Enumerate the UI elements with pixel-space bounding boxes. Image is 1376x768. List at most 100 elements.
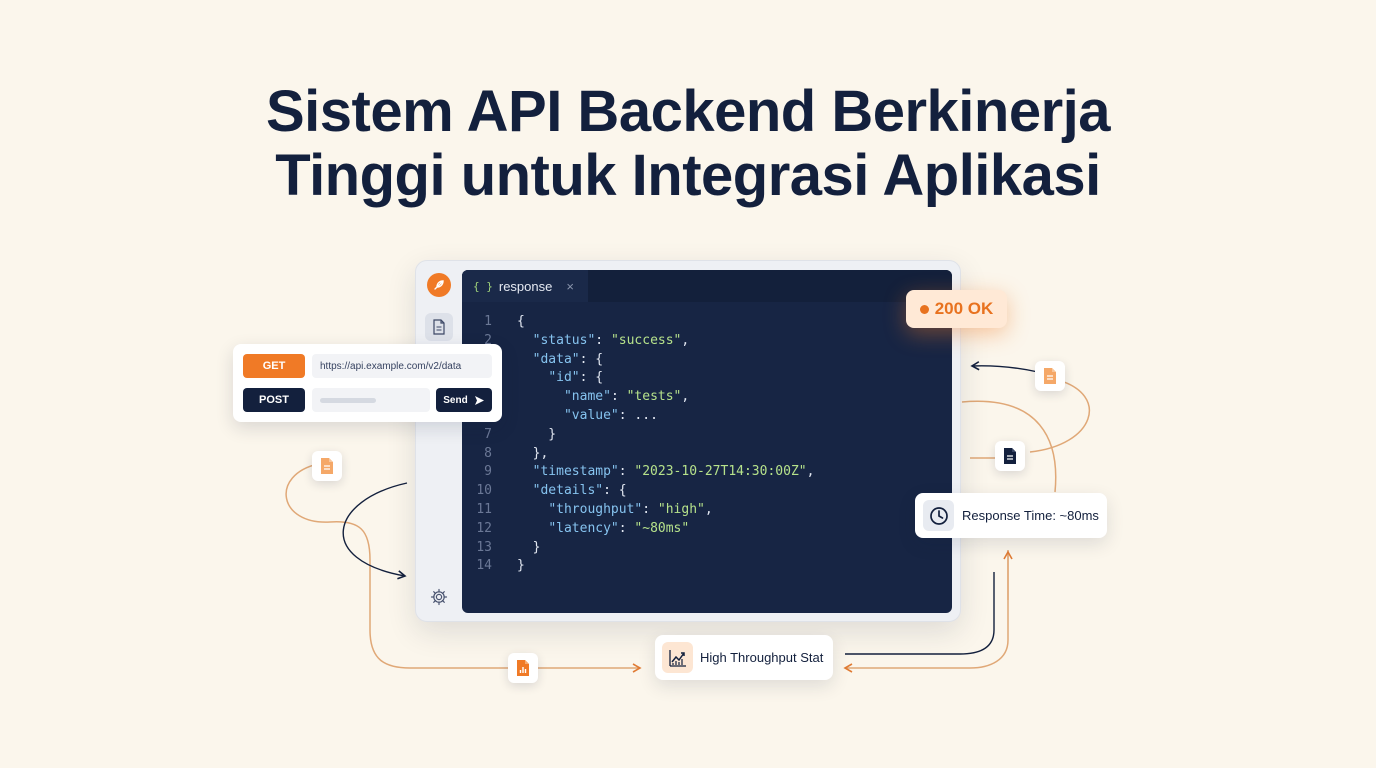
line-number: 13: [476, 539, 492, 555]
code-token: [517, 520, 548, 539]
gear-icon[interactable]: [425, 583, 453, 611]
code-token: [517, 351, 533, 370]
code-body: 1{2 "status": "success",3 "data": {4 "id…: [462, 313, 952, 576]
code-token: [517, 501, 548, 520]
page-title: Sistem API Backend Berkinerja Tinggi unt…: [0, 80, 1376, 208]
response-editor: { } response × 1{2 "status": "success",3…: [462, 270, 952, 613]
editor-tab-bar: { } response ×: [462, 270, 952, 302]
connector-right-top: [970, 361, 1039, 373]
line-number: 2: [484, 332, 492, 348]
document-icon: [312, 451, 342, 481]
code-token: }: [517, 539, 541, 555]
code-token: {: [517, 314, 525, 329]
code-token: "latency": [548, 520, 619, 536]
feather-icon[interactable]: [427, 273, 451, 297]
code-token: "id": [548, 370, 580, 386]
get-method-button[interactable]: GET: [243, 354, 305, 378]
tab-response[interactable]: { } response ×: [462, 270, 588, 302]
line-number: 7: [484, 426, 492, 442]
code-line: 6 "value": ...: [462, 407, 952, 426]
url-input[interactable]: https://api.example.com/v2/data: [312, 354, 492, 378]
title-line-1: Sistem API Backend Berkinerja: [265, 79, 1111, 144]
line-number: 1: [484, 314, 492, 329]
trend-chart-icon: [662, 642, 693, 673]
clock-icon: [923, 500, 954, 531]
code-line: 14}: [462, 557, 952, 576]
code-token: "data": [532, 351, 580, 367]
code-line: 3 "data": {: [462, 351, 952, 370]
code-token: [517, 463, 533, 482]
code-token: [517, 332, 533, 351]
response-time-label: Response Time: ~80ms: [962, 508, 1099, 523]
status-badge: 200 OK: [906, 290, 1007, 328]
code-token: : ...: [618, 407, 658, 423]
side-rail: [416, 261, 461, 621]
code-token: :: [642, 501, 658, 517]
code-line: 5 "name": "tests",: [462, 388, 952, 407]
line-number: 9: [484, 464, 492, 480]
send-label: Send: [443, 394, 468, 406]
file-icon[interactable]: [425, 313, 453, 341]
code-token: :: [618, 464, 635, 480]
code-token: : {: [579, 370, 604, 386]
line-number: 14: [476, 558, 492, 574]
code-token: "throughput": [548, 501, 643, 517]
code-token: ,: [681, 389, 690, 405]
code-token: "status": [532, 332, 596, 348]
code-token: ,: [806, 464, 815, 480]
title-line-2: Tinggi untuk Integrasi Aplikasi: [275, 143, 1101, 208]
line-number: 10: [476, 483, 492, 499]
code-line: 8 },: [462, 445, 952, 464]
code-token: "tests": [626, 389, 682, 405]
code-token: [517, 482, 533, 501]
code-token: ,: [681, 332, 690, 348]
send-button[interactable]: Send: [436, 388, 492, 412]
json-braces-icon: { }: [473, 279, 493, 293]
code-line: 1{: [462, 313, 952, 332]
api-client-window: { } response × 1{2 "status": "success",3…: [415, 260, 961, 622]
response-time-card: Response Time: ~80ms: [915, 493, 1107, 538]
code-token: [517, 388, 564, 407]
connector-left-navy: [342, 482, 408, 580]
code-token: : {: [603, 483, 627, 499]
code-token: },: [517, 445, 549, 461]
line-number: 12: [476, 520, 492, 536]
throughput-label: High Throughput Stat: [700, 650, 824, 665]
code-token: [517, 369, 548, 388]
code-line: 11 "throughput": "high",: [462, 501, 952, 520]
code-line: 4 "id": {: [462, 369, 952, 388]
code-token: "timestamp": [532, 464, 619, 480]
code-token: ,: [704, 501, 713, 517]
code-token: :: [618, 520, 635, 536]
request-body-field[interactable]: [312, 388, 430, 412]
status-label: 200 OK: [934, 299, 994, 318]
status-dot: [919, 304, 929, 314]
code-token: :: [595, 332, 611, 348]
post-method-button[interactable]: POST: [243, 388, 305, 412]
line-number: 8: [484, 445, 492, 461]
code-token: "2023-10-27T14:30:00Z": [634, 464, 807, 480]
code-token: : {: [579, 351, 604, 367]
send-icon: [474, 395, 484, 405]
code-token: "details": [532, 483, 604, 499]
code-line: 9 "timestamp": "2023-10-27T14:30:00Z",: [462, 463, 952, 482]
code-line: 12 "latency": "~80ms": [462, 520, 952, 539]
code-token: "high": [657, 501, 705, 517]
code-token: "success": [610, 332, 682, 348]
document-icon: [1035, 361, 1065, 391]
code-line: 2 "status": "success",: [462, 332, 952, 351]
code-token: "name": [563, 389, 611, 405]
line-number: 11: [476, 501, 492, 517]
close-icon[interactable]: ×: [566, 278, 574, 294]
code-line: 7 }: [462, 426, 952, 445]
code-token: "~80ms": [634, 520, 690, 536]
code-token: }: [517, 426, 557, 442]
code-token: [517, 407, 564, 426]
bar-chart-document-icon: [508, 653, 538, 683]
body-placeholder-bar: [320, 397, 376, 403]
code-line: 13 }: [462, 539, 952, 558]
code-token: :: [610, 389, 627, 405]
code-token: }: [517, 558, 525, 574]
code-line: 10 "details": {: [462, 482, 952, 501]
request-card: GET https://api.example.com/v2/data POST…: [233, 344, 502, 422]
